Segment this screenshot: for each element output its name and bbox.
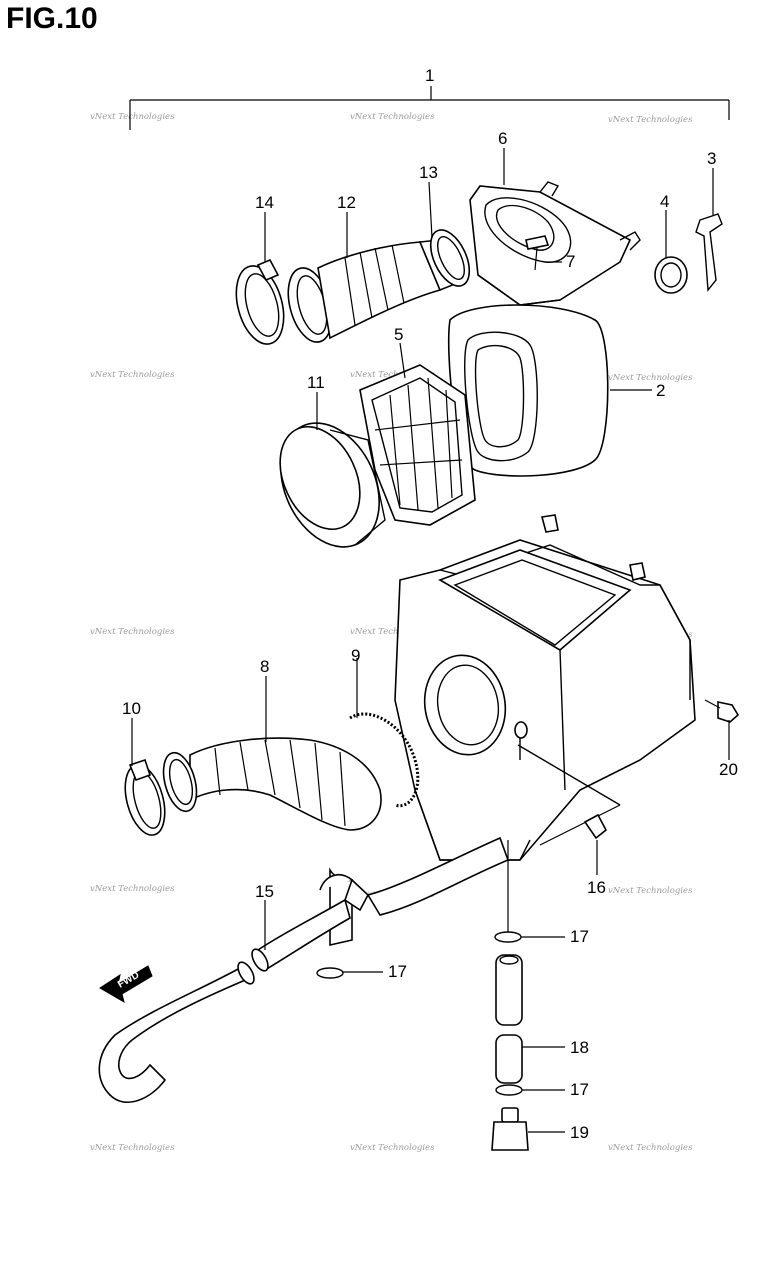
callout-16: 16 [587,878,606,897]
filter-element [447,304,609,477]
callout-2: 2 [656,381,665,400]
watermark: vNext Technologies [90,112,175,122]
callout-17: 17 [570,927,589,946]
watermark: vNext Technologies [608,115,693,125]
clamp-part [124,758,166,836]
watermark: vNext Technologies [608,1143,693,1153]
bolt-part [704,699,740,723]
ring-part [279,422,386,548]
spring-clip [695,213,723,292]
figure-title: FIG.10 [6,2,98,35]
drain-clamp [495,1084,523,1096]
air-cleaner-case [394,514,696,861]
watermark: vNext Technologies [350,370,435,380]
callout-17: 17 [388,962,407,981]
callout-19: 19 [570,1123,589,1142]
filter-cage [359,364,476,526]
assembly-bracket [129,86,730,130]
callout-7: 7 [566,252,575,271]
callout-5: 5 [394,325,403,344]
watermark: vNext Technologies [350,112,435,122]
watermark: vNext Technologies [90,627,175,637]
callout-6: 6 [498,129,507,148]
rubber-ring [654,256,688,294]
watermark: vNext Technologies [608,886,693,896]
watermark: vNext Technologies [350,1143,435,1153]
watermark: vNext Technologies [90,884,175,894]
drain-hose [98,836,510,1104]
callout-8: 8 [260,657,269,676]
callout-10: 10 [122,699,141,718]
callout-13: 13 [419,163,438,182]
outlet-duct [162,737,382,831]
watermark: vNext Technologies [608,373,693,383]
callout-4: 4 [660,192,669,211]
drain-plug [491,1107,529,1151]
drain-pipe [495,954,523,1026]
callout-11: 11 [307,373,325,392]
callouts: 1 2 3 4 5 6 7 8 9 10 11 12 13 14 15 16 1… [122,66,738,1142]
drain-clamp [494,931,522,943]
drain-clamp [316,967,344,979]
screw-part [525,235,550,271]
callout-12: 12 [337,193,356,212]
seal-part [429,229,471,287]
callout-3: 3 [707,149,716,168]
callout-1: 1 [425,66,434,85]
callout-15: 15 [255,882,274,901]
callout-18: 18 [570,1038,589,1057]
clip-part [583,813,608,840]
callout-9: 9 [351,646,360,665]
callout-17: 17 [570,1080,589,1099]
watermark: vNext Technologies [350,627,435,637]
leader-lines [131,148,730,1133]
drain-tube [495,1034,523,1084]
callout-20: 20 [719,760,738,779]
air-cleaner-cap [469,181,641,306]
watermark: vNext Technologies [90,1143,175,1153]
watermark: vNext Technologies [90,370,175,380]
clamp-part [235,258,285,345]
o-ring [349,712,420,808]
callout-14: 14 [255,193,274,212]
fwd-arrow-icon: FWD [99,965,153,1004]
